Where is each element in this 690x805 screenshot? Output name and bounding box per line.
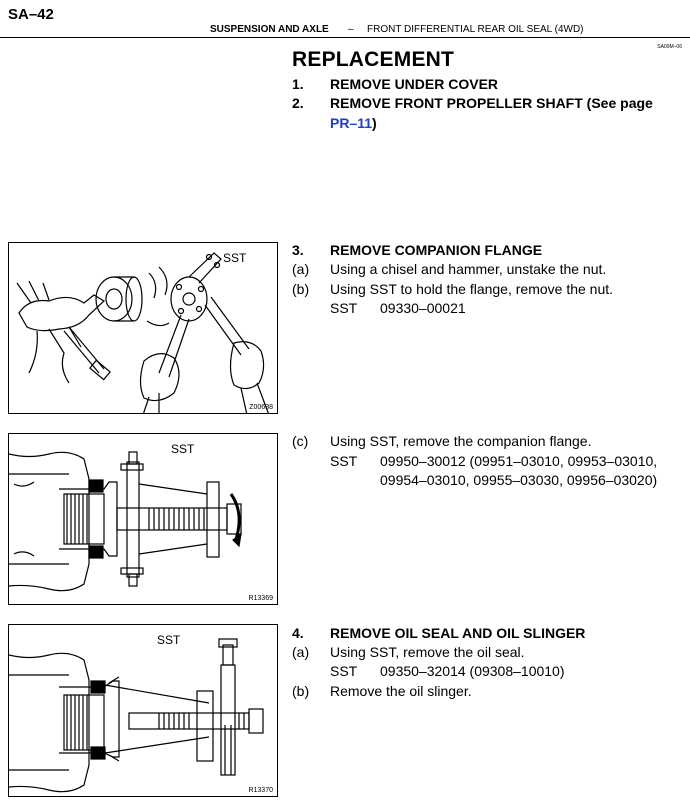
figure-2-code: R13369 [248,595,273,602]
figure-3-code: R13370 [248,787,273,794]
step-4b-text: Remove the oil slinger. [330,683,472,699]
step-3c-sst-line1: 09950–30012 (09951–03010, 09953–03010, [380,453,658,469]
running-header: SUSPENSION AND AXLE – FRONT DIFFERENTIAL… [0,24,690,38]
step-2-number: 2. [292,95,304,111]
step-3b-text: Using SST to hold the flange, remove the… [330,281,614,297]
step-3b-number: (b) [292,281,310,297]
page-link-pr11[interactable]: PR–11 [330,115,373,131]
header-rule [0,37,690,38]
step-4a-text: Using SST, remove the oil seal. [330,644,525,660]
step-1-text: REMOVE UNDER COVER [330,76,499,92]
step-2-text: REMOVE FRONT PROPELLER SHAFT (See page [330,95,653,111]
step-4b-number: (b) [292,683,310,699]
step-4-number: 4. [292,625,304,641]
figure-1-code: Z00638 [249,404,273,411]
step-3a-text: Using a chisel and hammer, unstake the n… [330,261,607,277]
section-title: REPLACEMENT [292,48,455,71]
step-3-text: REMOVE COMPANION FLANGE [330,242,543,258]
section-name: SUSPENSION AND AXLE [210,24,329,35]
step-3c-sst-line2: 09954–03010, 09955–03030, 09956–03020) [380,472,658,488]
figure-remove-nut: SST Z00638 [8,242,278,414]
step-3c-text: Using SST, remove the companion flange. [330,433,592,449]
step-4a-sst-value: 09350–32014 (09308–10010) [380,663,565,679]
step-4a-sst-label: SST [330,663,358,679]
figure-remove-flange: SST R13369 [8,433,278,605]
figure-remove-oil-seal: SST R13370 [8,624,278,797]
step-1-number: 1. [292,76,304,92]
figure-2-sst-label: SST [171,442,195,456]
step-3-number: 3. [292,242,304,258]
step-2-close: ) [372,115,377,131]
step-3a-number: (a) [292,261,310,277]
step-2-link-line: PR–11) [330,114,377,133]
subsection-name: FRONT DIFFERENTIAL REAR OIL SEAL (4WD) [367,24,584,35]
step-3b-sst-label: SST [330,300,358,316]
step-3b-sst-value: 09330–00021 [380,300,466,316]
figure-1-drawing [16,252,269,413]
step-4a-number: (a) [292,644,310,660]
figure-3-drawing [9,638,264,793]
figure-3-sst-label: SST [157,633,181,647]
step-4-text: REMOVE OIL SEAL AND OIL SLINGER [330,625,586,641]
step-3c-number: (c) [292,433,309,449]
header-separator: – [348,24,354,35]
page-number: SA–42 [8,6,54,23]
doc-code: SA09M–06 [657,44,682,50]
figure-1-sst-label: SST [223,251,247,265]
figure-2-drawing [9,451,242,592]
step-3c-sst-label: SST [330,453,358,469]
